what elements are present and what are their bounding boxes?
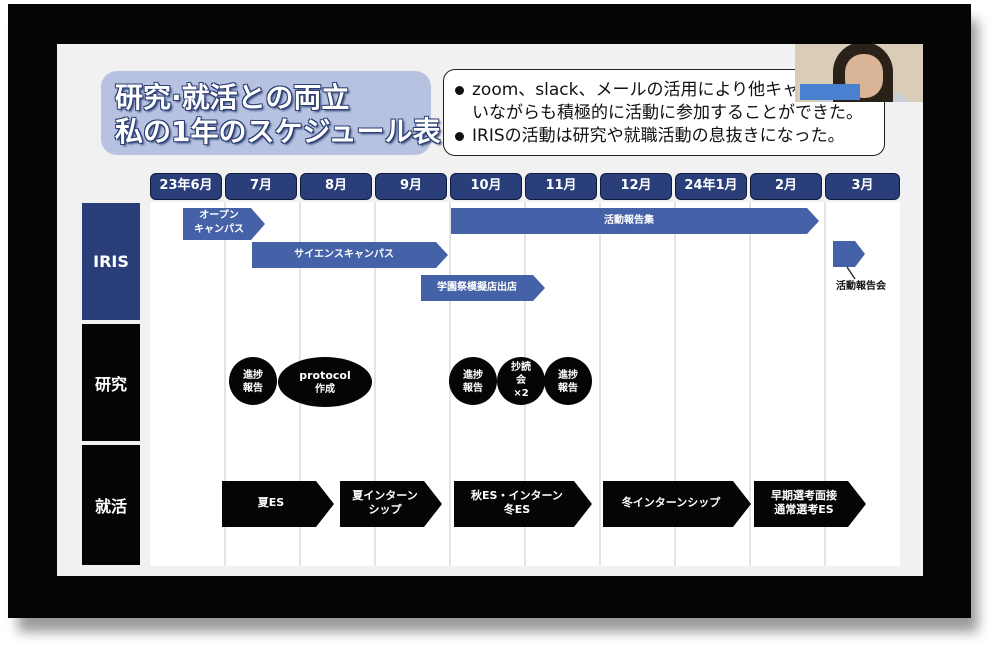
column-divider (599, 202, 601, 566)
early-selection-label-2: 通常選考ES (774, 503, 834, 516)
month-header: 7月 (225, 173, 297, 200)
progress-report-jul-circle (229, 357, 277, 405)
progress-report-jul-label-1: 進捗 (243, 370, 263, 381)
summer-es-arrow (222, 481, 334, 527)
open-campus-label-2: キャンパス (194, 224, 244, 235)
early-selection-arrow (754, 481, 866, 527)
progress-report-nov-label-2: 報告 (558, 383, 578, 394)
month-header: 11月 (525, 173, 597, 200)
journal-club-label-1: 抄読 (511, 362, 531, 373)
activity-report-meeting-label: 活動報告会 (836, 281, 886, 292)
summer-intern-arrow (340, 481, 442, 527)
journal-club-circle (497, 357, 545, 405)
autumn-es-arrow (454, 481, 592, 527)
month-header: 8月 (300, 173, 372, 200)
month-header: 12月 (600, 173, 672, 200)
festival-stall-arrow (421, 275, 545, 301)
month-header: 2月 (750, 173, 822, 200)
winter-intern-arrow (603, 481, 751, 527)
column-divider (224, 202, 226, 566)
month-header: 10月 (450, 173, 522, 200)
open-campus-arrow (183, 208, 265, 240)
month-header: 3月 (825, 173, 900, 200)
autumn-es-label-2: 冬ES (503, 503, 531, 516)
festival-stall-label: 学園祭模擬店出店 (437, 282, 517, 293)
winter-intern-label: 冬インターンシップ (621, 496, 721, 509)
protocol-ellipse (278, 357, 372, 407)
progress-report-oct-label-1: 進捗 (463, 370, 483, 381)
slide-title-line1: 研究·就活との両立 (115, 81, 350, 114)
row-label-research: 研究 (82, 324, 140, 441)
journal-club-label-3: ×2 (513, 388, 529, 399)
summer-intern-label-2: シップ (368, 503, 402, 516)
progress-report-jul-label-2: 報告 (243, 383, 263, 394)
note-line-3: IRISの活動は研究や就職活動の息抜きになった。 (472, 126, 845, 146)
month-header: 9月 (375, 173, 447, 200)
protocol-label-1: protocol (299, 369, 351, 382)
science-campus-arrow (252, 242, 448, 268)
column-divider (374, 202, 376, 566)
summer-intern-label-1: 夏インターン (352, 489, 418, 502)
activity-report-meeting-arrow (833, 241, 865, 280)
row-label-job-hunting: 就活 (82, 445, 140, 565)
webcam-name-bar (800, 84, 860, 100)
progress-report-oct-label-2: 報告 (463, 383, 483, 394)
progress-report-nov-label-1: 進捗 (558, 370, 578, 381)
row-label-iris: IRIS (82, 203, 140, 320)
column-divider (749, 202, 751, 566)
note-line-2: いながらも積極的に活動に参加することができた。 (472, 103, 863, 123)
early-selection-label-1: 早期選考面接 (771, 489, 837, 502)
journal-club-label-2: 会 (516, 375, 526, 386)
column-divider (674, 202, 676, 566)
autumn-es-label-1: 秋ES・インターン (471, 489, 563, 502)
bullet-icon (455, 86, 464, 95)
column-divider (824, 202, 826, 566)
month-header: 24年1月 (675, 173, 747, 200)
note-line-1: zoom、slack、メールの活用により他キャン (472, 80, 817, 100)
progress-report-nov-circle (544, 357, 592, 405)
month-header: 23年6月 (150, 173, 222, 200)
bullet-icon (455, 132, 464, 141)
open-campus-label-1: オープン (199, 210, 239, 221)
progress-report-oct-circle (449, 357, 497, 405)
title-box (101, 71, 431, 155)
activity-report-collection-arrow (451, 208, 819, 234)
slide-title-line2: 私の1年のスケジュール表 (115, 115, 441, 148)
activity-report-collection-label: 活動報告集 (604, 215, 654, 226)
summer-es-label: 夏ES (257, 496, 285, 509)
science-campus-label: サイエンスキャンパス (294, 249, 394, 260)
protocol-label-2: 作成 (315, 384, 335, 395)
